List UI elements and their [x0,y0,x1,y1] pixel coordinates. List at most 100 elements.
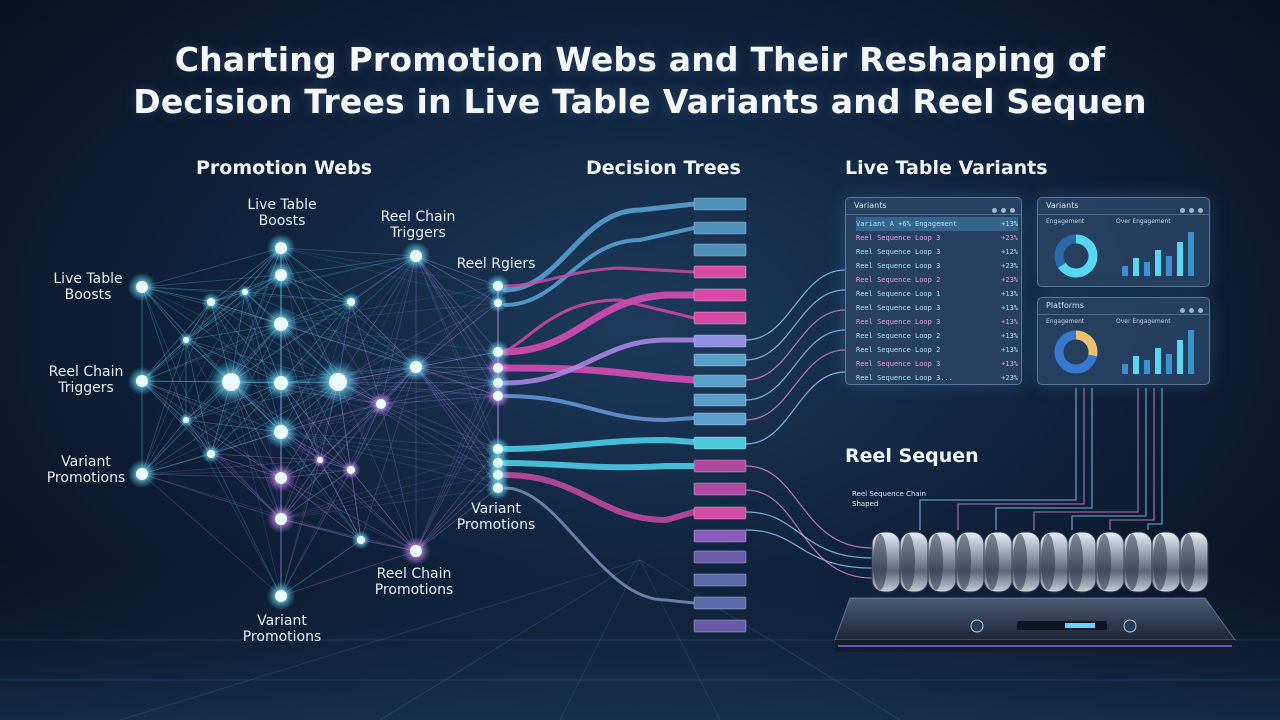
variant-row-name: Reel Sequence Loop 1 [856,290,941,298]
web-edge [280,247,499,304]
web-node [312,452,328,468]
web-edge [280,395,499,433]
flow-curve [502,460,697,471]
web-edge [415,255,499,353]
web-edge [337,381,499,476]
web-edge [280,431,362,541]
web-edge [210,366,417,455]
reel-drum [1123,531,1153,593]
decision-tree-bar [693,459,747,473]
variant-row-value: +23% [1001,234,1018,242]
web-edge [280,381,339,597]
decision-tree-bar [693,436,747,450]
web-node [351,530,371,550]
web-edge [280,247,499,287]
title-line-2: Decision Trees in Live Table Variants an… [133,82,1147,121]
web-edge [210,453,282,597]
label-live-table-boosts-left: Live Table Boosts [53,271,123,303]
mini-bar [1177,242,1183,276]
variant-row-name: Reel Sequence Loop 3 [856,248,941,256]
reel-drum [1151,531,1181,593]
web-node [341,460,361,480]
web-edge [280,477,417,552]
decision-tree-bar [693,482,747,496]
web-edge [141,380,282,479]
web-edge [210,301,339,383]
web-edge [415,255,499,304]
web-edge [141,381,339,475]
decision-tree-bar [693,550,747,564]
panel-a-title: Variants [1046,201,1079,210]
flow-curve [503,394,696,423]
panel-links [745,269,1163,579]
mini-bar [1155,250,1161,276]
web-edge [280,448,499,520]
variant-row-value: +13% [1001,290,1018,298]
decision-tree-bar [693,334,747,348]
label-reel-chain-promotions: Reel Chain Promotions [374,566,454,598]
web-node [127,272,157,302]
flow-curve [503,266,696,288]
web-edge [280,469,352,597]
variant-row-value: +13% [1001,304,1018,312]
web-edge [319,459,417,552]
web-edge [415,366,499,464]
web-edge [141,459,321,475]
web-edge [415,487,499,552]
web-node [264,307,298,341]
web-edge [360,366,417,541]
web-edge [280,382,499,450]
label-variant-promotions-mid: Variant Promotions [456,501,536,533]
web-edge [337,285,499,383]
web-edge [210,301,417,368]
web-edge [380,255,417,405]
reel-link [1071,388,1147,530]
reel-drums [871,531,1209,593]
web-edge [280,381,339,520]
web-edge [280,462,499,520]
web-edge [350,301,417,368]
web-edge [380,382,499,405]
web-edge [350,255,417,471]
web-node [486,274,510,298]
mini-bar [1122,266,1128,276]
web-edge [380,395,499,405]
web-edge [141,473,282,597]
label-variant-promotions-left: Variant Promotions [46,454,126,486]
web-edge [280,323,499,353]
panel-link [745,289,846,361]
web-edge [141,323,282,382]
web-edge [415,255,499,397]
web-edge [280,247,417,257]
web-edge [319,403,382,461]
label-reel-rgiers: Reel Rgiers [456,256,536,272]
variants-table-title: Variants [854,201,887,210]
web-edge [350,301,382,405]
variant-row-name: Variant A +6% Engagement [856,220,958,228]
web-edge [185,419,282,520]
title-line-1: Charting Promotion Webs and Their Reshap… [174,40,1106,79]
variant-row-value: +13% [1001,332,1018,340]
web-edge [280,323,499,397]
web-edge [415,285,499,368]
section-decision-trees: Decision Trees [586,157,741,179]
decision-tree-bar [693,596,747,610]
variants-table-header: Variants [846,198,1021,215]
web-edge [337,381,499,450]
web-edge [415,382,499,552]
web-edge [141,286,212,455]
decision-tree-bar [693,288,747,302]
web-edge [415,366,499,476]
web-edge [141,380,212,455]
web-edge [244,291,352,303]
reel-link [1033,388,1139,530]
mini-bar [1188,330,1194,374]
web-node [486,476,510,500]
web-edge [141,382,282,475]
web-edge [280,323,499,384]
web-edge [415,302,499,368]
web-edge [415,474,499,552]
web-edge [210,453,321,461]
web-edge [280,323,417,368]
panel-a-right-label: Over Engagement [1116,218,1171,225]
